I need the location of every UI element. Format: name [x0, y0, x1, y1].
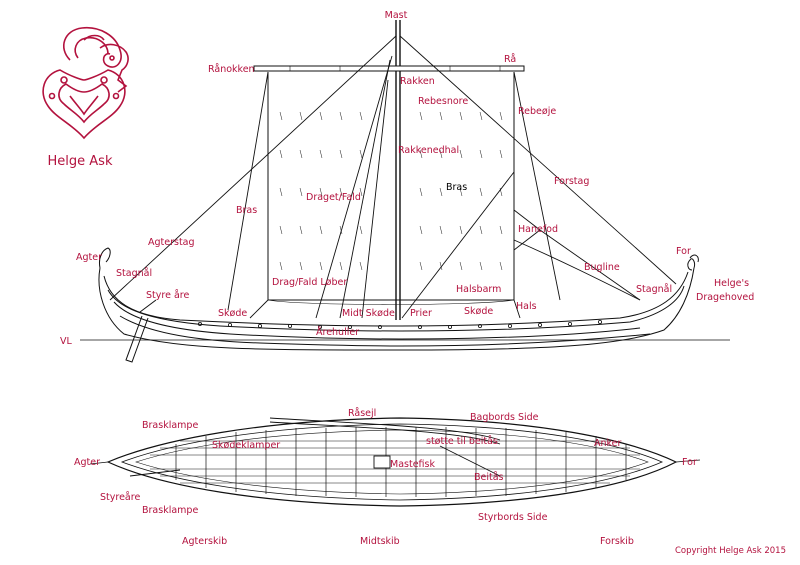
label-stagaal-right: Stagnål — [636, 284, 672, 295]
label-arehuller: Årehuller — [316, 326, 359, 338]
label-skodeklamper: Skødeklamper — [212, 440, 280, 451]
label-bagbords-side: Bagbords Side — [470, 412, 539, 423]
label-statte: støtte til beitås — [426, 436, 498, 447]
label-anker: Anker — [594, 438, 622, 449]
label-hanefod: Hanefod — [518, 224, 558, 235]
label-rebesnore: Rebesnore — [418, 96, 468, 107]
top-steering-oar — [129, 469, 181, 477]
label-for-side: For — [676, 246, 691, 257]
deck-planks — [150, 440, 640, 484]
label-mast: Mast — [385, 10, 408, 21]
side-hull — [98, 247, 699, 351]
label-skode-left: Skøde — [218, 308, 247, 319]
label-bras-center: Bras — [446, 182, 467, 193]
viking-brooch-logo-icon — [42, 26, 129, 140]
label-mastefisk: Mastefisk — [390, 459, 435, 470]
label-forstag: Forstag — [554, 176, 589, 187]
label-raa: Rå — [504, 54, 516, 65]
beitas — [439, 445, 501, 477]
steering-oar — [125, 299, 157, 363]
label-draget-fald: Draget/Fald — [306, 192, 361, 203]
label-bugline: Bugline — [584, 262, 620, 273]
label-drag-fald-lober: Drag/Fald Løber — [272, 277, 347, 288]
label-midt-skode: Midt Skøde — [342, 308, 395, 319]
sail — [267, 72, 515, 305]
mast-fish — [373, 455, 391, 469]
label-dragehoved: Dragehoved — [696, 292, 754, 303]
copyright-text: Copyright Helge Ask 2015 — [675, 546, 786, 556]
label-styrbords-side: Styrbords Side — [478, 512, 548, 523]
label-halsbarm: Halsbarm — [456, 284, 501, 295]
label-brasklampe-bottom: Brasklampe — [142, 505, 198, 516]
label-beitas: Beitås — [474, 472, 504, 483]
rigging — [109, 35, 677, 319]
label-helges: Helge's — [714, 278, 749, 289]
label-stagaal-left: Stagnål — [116, 268, 152, 279]
label-agter-top: Agter — [74, 457, 100, 468]
label-skode-right: Skøde — [464, 306, 493, 317]
label-agterskib: Agterskib — [182, 536, 227, 547]
label-rakkenedhal: Rakkenedhal — [398, 145, 459, 156]
label-styre-are: Styre åre — [146, 290, 189, 301]
top-yard — [269, 417, 501, 441]
label-styreare: Styreåre — [100, 492, 140, 503]
label-brasklampe-top: Brasklampe — [142, 420, 198, 431]
label-rasejl: Råsejl — [348, 408, 376, 419]
label-rebeoje: Rebeøje — [518, 106, 556, 117]
label-prier: Prier — [410, 308, 432, 319]
label-hals: Hals — [516, 301, 537, 312]
label-vl: VL — [60, 336, 72, 347]
label-agter-side: Agter — [76, 252, 102, 263]
top-view-ship: Råsejl Bagbords Side Brasklampe Skødekla… — [74, 408, 701, 547]
label-bras-left: Bras — [236, 205, 257, 216]
ribs — [175, 427, 627, 497]
label-forskib: Forskib — [600, 536, 634, 547]
label-agterstag: Agterstag — [148, 237, 195, 248]
label-rakken: Rakken — [400, 76, 435, 87]
side-view-ship: Mast Rånokken Rå Rakken Rebesnore Rebeøj… — [60, 10, 754, 363]
oar-holes — [197, 319, 603, 329]
label-ranokken: Rånokken — [208, 64, 255, 75]
logo-name: Helge Ask — [48, 154, 113, 169]
label-midtskib: Midtskib — [360, 536, 400, 547]
label-for-top: For — [682, 457, 697, 468]
